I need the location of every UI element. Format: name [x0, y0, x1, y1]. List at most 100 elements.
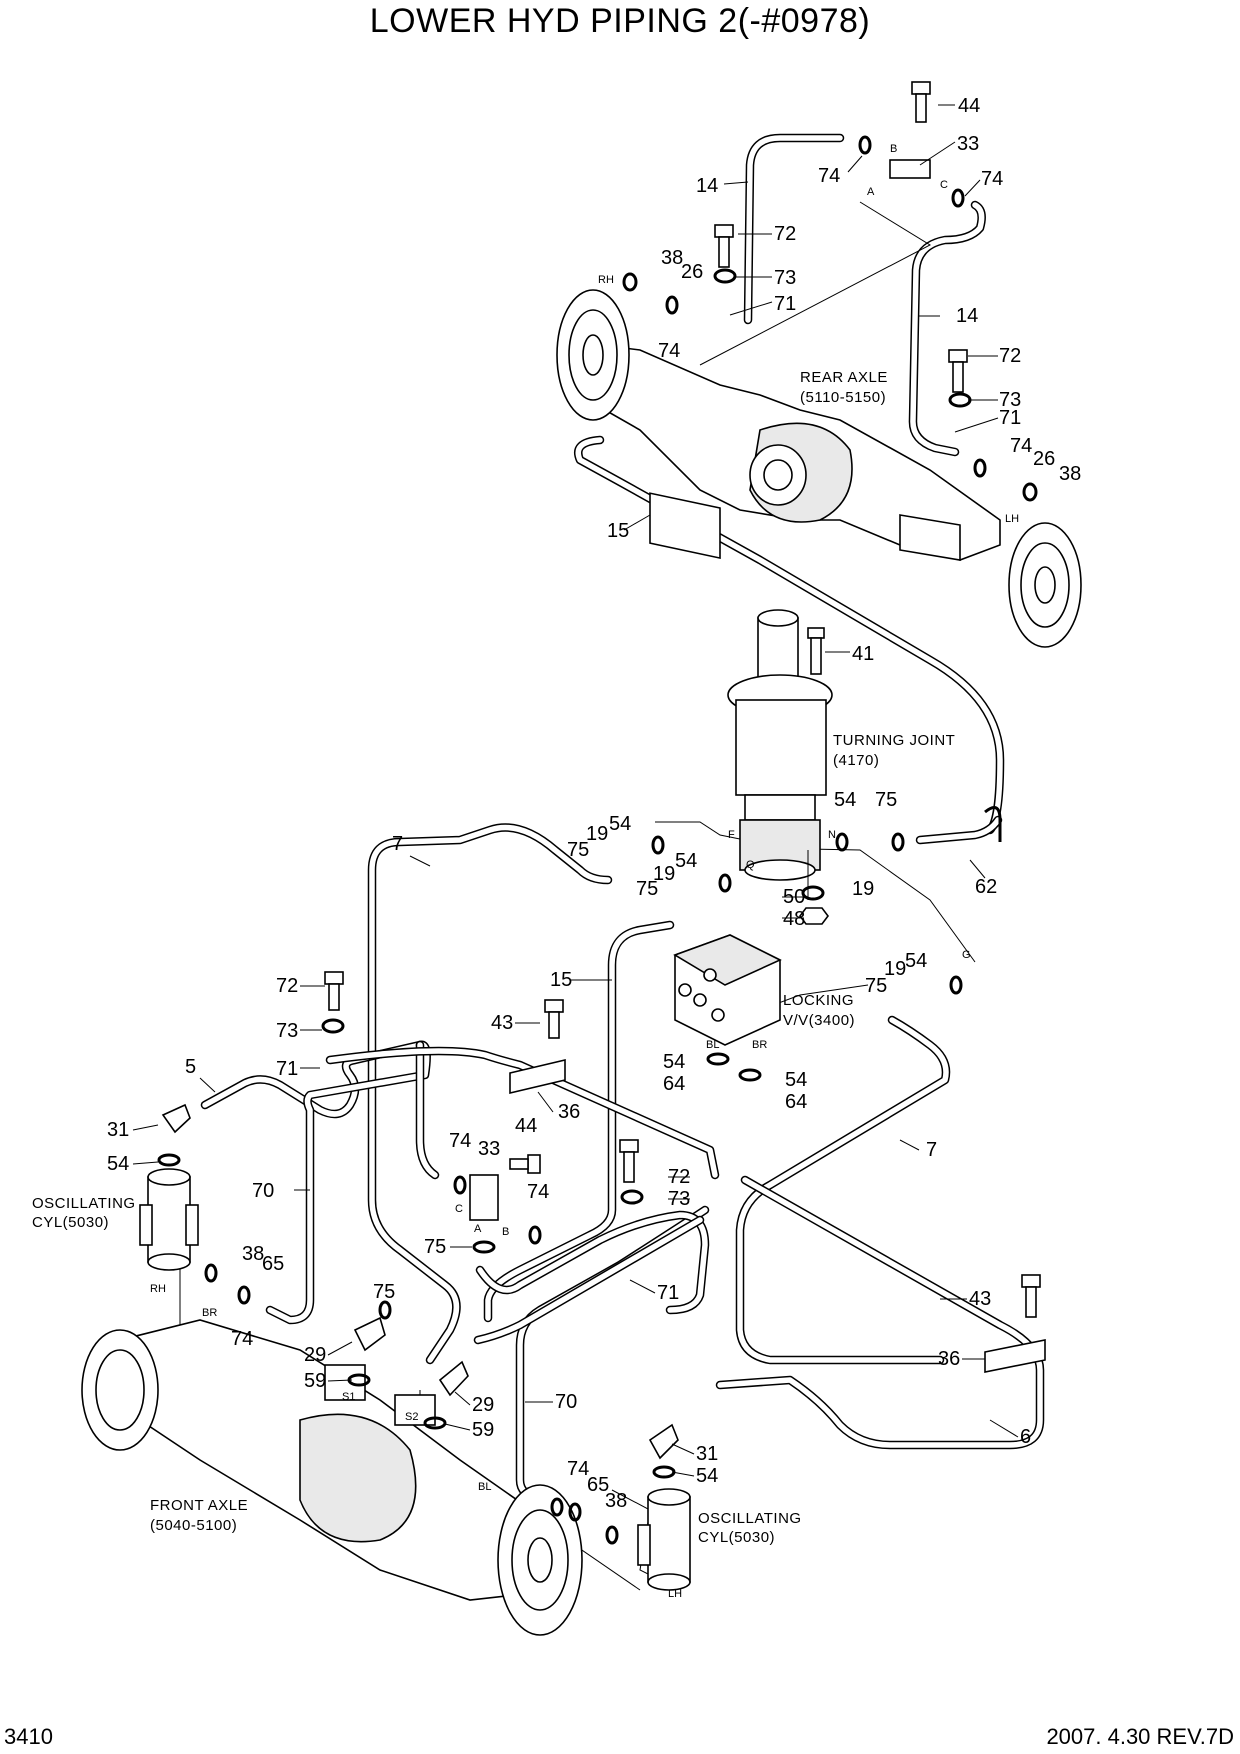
- callout: 19: [653, 863, 675, 885]
- pipe-14-right: [908, 200, 986, 457]
- callout: 65: [262, 1253, 284, 1275]
- pipe-71-loop: [475, 1210, 710, 1315]
- pipe-lower-cross: [473, 1215, 705, 1345]
- callout: 75: [424, 1236, 446, 1258]
- callout: 14: [696, 175, 718, 197]
- callout: 70: [252, 1180, 274, 1202]
- callout: 64: [785, 1091, 807, 1113]
- port-mark: B: [502, 1226, 509, 1238]
- callout: 71: [276, 1058, 298, 1080]
- front-axle-code: (5040-5100): [150, 1517, 237, 1534]
- callout: 59: [304, 1370, 326, 1392]
- callout: 19: [852, 878, 874, 900]
- callout: 72: [999, 345, 1021, 367]
- pipe-70-inner: [415, 1040, 440, 1180]
- callouts: 44 33 74 74 14 72 73 71 38 26 74 14 72 7…: [107, 95, 1081, 1512]
- callout: 74: [818, 165, 840, 187]
- callout: 44: [958, 95, 980, 117]
- port-mark: BR: [202, 1307, 217, 1319]
- oscillating-cyl-left-label: OSCILLATING: [32, 1195, 136, 1212]
- callout: 19: [884, 958, 906, 980]
- callout: 74: [658, 340, 680, 362]
- callout: 70: [555, 1391, 577, 1413]
- callout: 14: [956, 305, 978, 327]
- callout: 15: [607, 520, 629, 542]
- pipe-36-cross: [325, 1046, 720, 1180]
- callout: 38: [661, 247, 683, 269]
- oscillating-cyl-right-label: OSCILLATING: [698, 1510, 802, 1527]
- callout: 74: [567, 1458, 589, 1480]
- callout: 54: [785, 1069, 807, 1091]
- turning-joint-code: (4170): [833, 752, 879, 769]
- callout: 75: [875, 789, 897, 811]
- callout: 62: [975, 876, 997, 898]
- pipe-7-lower: [735, 1015, 951, 1365]
- callout: 36: [558, 1101, 580, 1123]
- callout: 5: [185, 1056, 196, 1078]
- callout: 75: [865, 975, 887, 997]
- callout: 73: [276, 1020, 298, 1042]
- callout: 7: [926, 1139, 937, 1161]
- callout: 74: [1010, 435, 1032, 457]
- pipe-6: [715, 1175, 1045, 1450]
- pipes: [200, 133, 1045, 1505]
- front-axle: [81, 1319, 583, 1636]
- callout: 41: [852, 643, 874, 665]
- rear-axle-label: REAR AXLE: [800, 369, 888, 386]
- port-mark: N: [828, 829, 836, 841]
- port-mark: BR: [752, 1039, 767, 1051]
- port-mark: B: [890, 143, 897, 155]
- oscillating-cylinder-left: [139, 1168, 199, 1271]
- callout: 72: [774, 223, 796, 245]
- oscillating-cyl-left-code: CYL(5030): [32, 1214, 109, 1231]
- port-mark: RH: [598, 274, 614, 286]
- callout: 43: [969, 1288, 991, 1310]
- callout: 36: [938, 1348, 960, 1370]
- callout: 74: [527, 1181, 549, 1203]
- oscillating-cyl-right-code: CYL(5030): [698, 1529, 775, 1546]
- callout: 65: [587, 1474, 609, 1496]
- callout: 64: [663, 1073, 685, 1095]
- callout: 73: [774, 267, 796, 289]
- port-mark: S2: [405, 1411, 418, 1423]
- callout: 71: [657, 1282, 679, 1304]
- oscillating-cylinder-right: [637, 1488, 691, 1591]
- callout: 6: [1020, 1426, 1031, 1448]
- callout: 54: [609, 813, 631, 835]
- locking-valve-label: LOCKING: [783, 992, 854, 1009]
- pipe-14-upper: [743, 133, 845, 325]
- callout: 19: [586, 823, 608, 845]
- callout: 29: [304, 1344, 326, 1366]
- callout: 72: [276, 975, 298, 997]
- callout: 75: [636, 878, 658, 900]
- callout: 54: [834, 789, 856, 811]
- port-mark: A: [867, 186, 875, 198]
- callout: 71: [999, 407, 1021, 429]
- callout: 54: [663, 1051, 685, 1073]
- port-mark: F: [728, 829, 735, 841]
- callout: 59: [472, 1419, 494, 1441]
- port-mark: LH: [1005, 513, 1019, 525]
- port-mark: A: [474, 1223, 482, 1235]
- page-title: LOWER HYD PIPING 2(-#0978): [369, 2, 871, 40]
- page-number: 3410: [4, 1724, 53, 1749]
- port-mark: LH: [668, 1588, 682, 1600]
- callout: 74: [981, 168, 1003, 190]
- callout: 31: [107, 1119, 129, 1141]
- port-mark: RH: [150, 1283, 166, 1295]
- rear-axle: [556, 289, 1082, 648]
- port-marks: RH LH A B C F N Q G BL BR A B C RH BR S1…: [150, 143, 1019, 1600]
- port-mark: BL: [706, 1039, 719, 1051]
- callout: 74: [449, 1130, 471, 1152]
- locking-valve: [673, 934, 782, 1046]
- component-labels: REAR AXLE (5110-5150) TURNING JOINT (417…: [32, 369, 955, 1546]
- callout: 15: [550, 969, 572, 991]
- port-mark: C: [455, 1203, 463, 1215]
- callout: 31: [696, 1443, 718, 1465]
- fittings: [157, 81, 1046, 1545]
- callout: 33: [957, 133, 979, 155]
- callout: 33: [478, 1138, 500, 1160]
- callout: 71: [774, 293, 796, 315]
- callout: 54: [675, 850, 697, 872]
